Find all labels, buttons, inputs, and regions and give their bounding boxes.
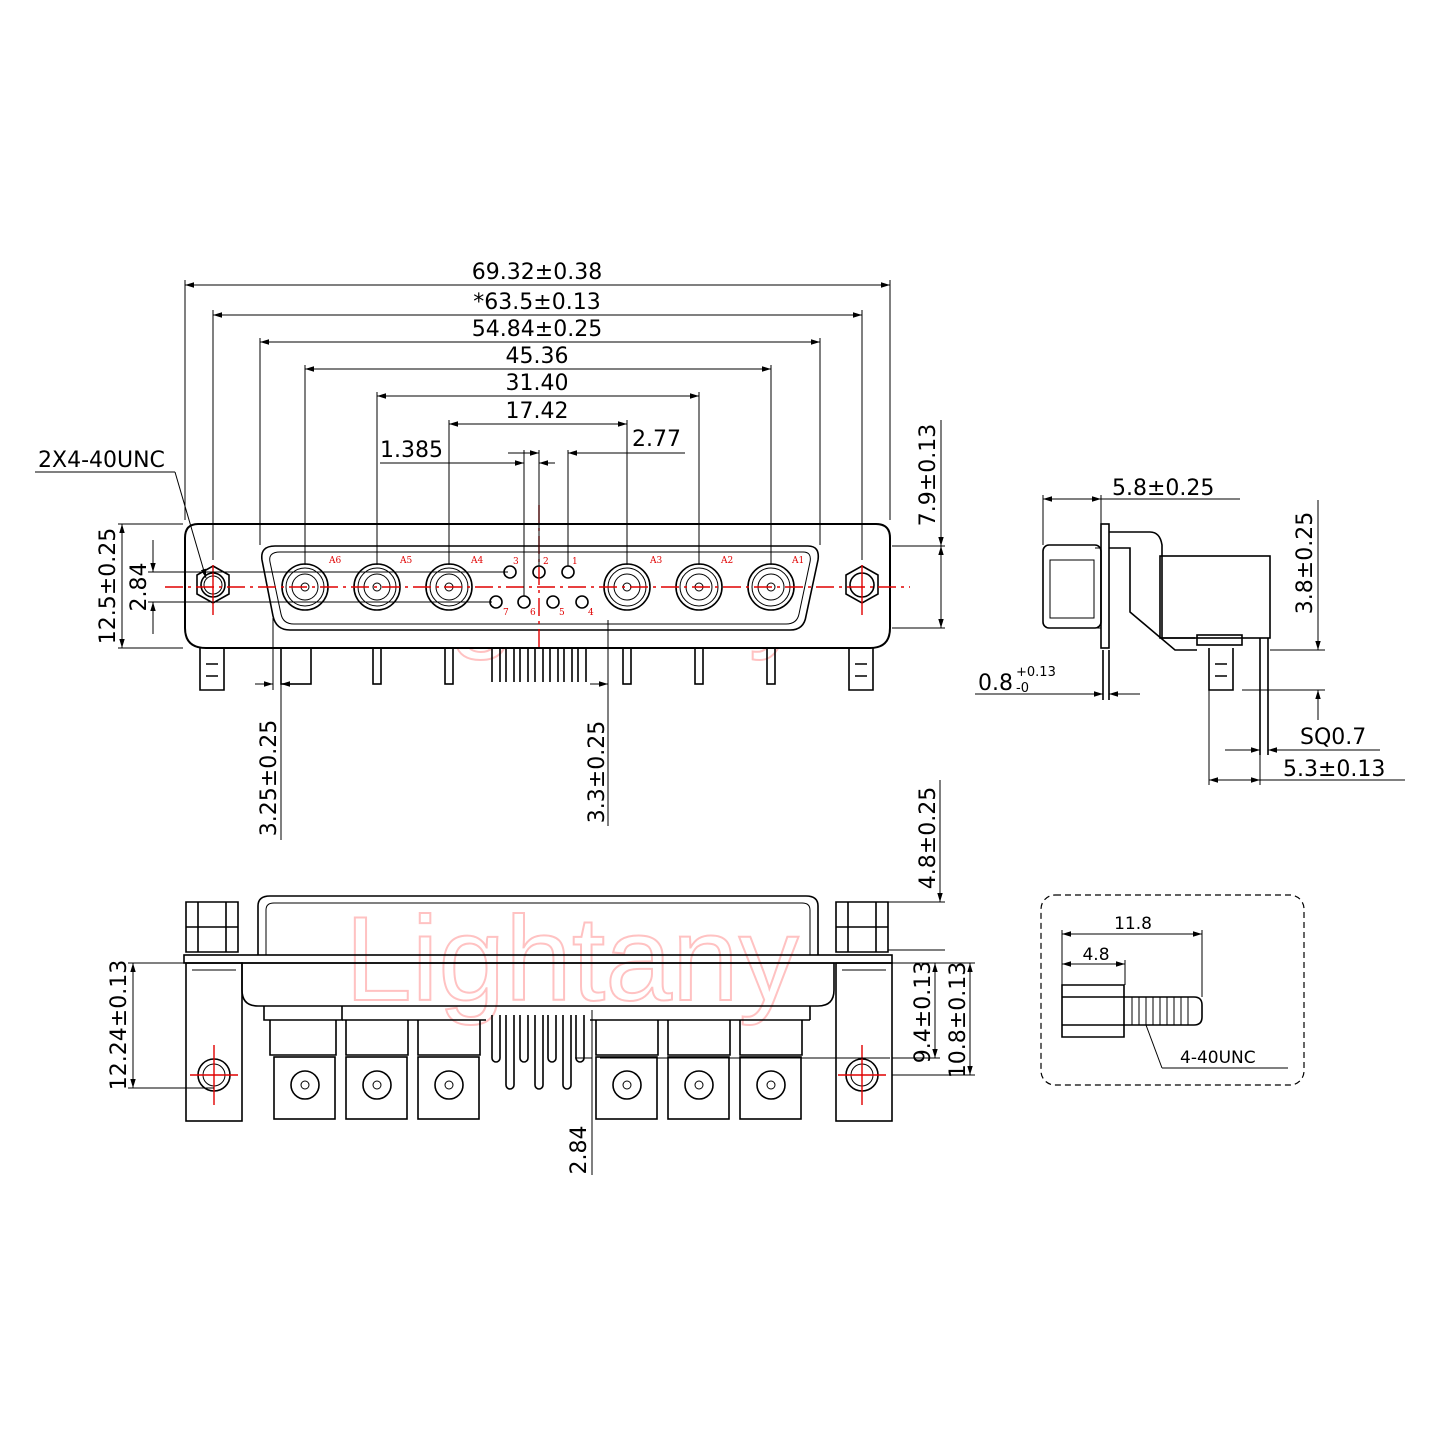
label-pin-5: 5 [559, 608, 565, 618]
dim-coax-inner-pitch: 17.42 [506, 399, 569, 424]
dim-coax-mid-pitch: 31.40 [506, 371, 569, 396]
label-a5: A5 [399, 556, 412, 566]
dim-flange-height: 12.5±0.25 [96, 528, 121, 644]
label-pin-3: 3 [513, 557, 519, 567]
label-pin-7: 7 [503, 608, 509, 618]
dim-mount-pitch: *63.5±0.13 [473, 290, 600, 315]
dim-to-coax-row: 10.8±0.13 [946, 962, 971, 1078]
dim-side-height: 3.8±0.25 [1293, 512, 1318, 614]
d-shell-outline [260, 545, 820, 631]
front-view: A6 A5 A4 A3 A2 A1 3 2 1 7 6 5 4 [35, 260, 945, 840]
dim-to-signal-row: 9.4±0.13 [911, 961, 936, 1063]
label-a3: A3 [649, 556, 662, 566]
dim-overall-length: 69.32±0.38 [472, 260, 602, 285]
side-view [975, 495, 1405, 785]
dim-screw-head: 4.8 [1082, 945, 1109, 965]
flange-outline [184, 523, 891, 649]
label-a6: A6 [328, 556, 341, 566]
label-pin-6: 6 [530, 608, 536, 618]
label-a2: A2 [720, 556, 733, 566]
dim-flange-thickness: 0.8 [978, 671, 1013, 696]
dim-pin-row-offset: 2.84 [567, 1126, 592, 1175]
signal-bottom-pins [491, 1015, 585, 1090]
dim-top-height: 7.9±0.13 [916, 424, 941, 526]
dim-signal-pitch: 1.385 [380, 438, 443, 463]
label-pin-4: 4 [588, 608, 594, 618]
dim-flange-tol-lower: -0 [1016, 681, 1029, 696]
bottom-view [128, 780, 975, 1175]
dim-flange-tol-upper: +0.13 [1016, 665, 1056, 680]
dim-signal-row-offset: 2.77 [632, 427, 681, 452]
dim-coax-outer-pitch: 45.36 [506, 344, 569, 369]
dim-tail-right: 3.3±0.25 [585, 721, 610, 823]
dim-screw-length: 11.8 [1114, 914, 1152, 934]
label-pin-2: 2 [543, 557, 549, 567]
watermark-bottom: Lightany [345, 892, 799, 1026]
label-a4: A4 [470, 556, 483, 566]
dim-flange-to-hole: 12.24±0.13 [107, 960, 132, 1090]
front-tails [199, 647, 874, 691]
thread-note: 2X4-40UNC [38, 448, 165, 473]
dim-standoff-height: 4.8±0.25 [916, 787, 941, 889]
screw-detail [1040, 894, 1305, 1086]
dim-pin-square: SQ0.7 [1300, 725, 1366, 750]
coax-bottom-bodies [263, 1006, 811, 1120]
dim-shell-length: 54.84±0.25 [472, 317, 602, 342]
dim-tail-left: 3.25±0.25 [257, 720, 282, 836]
label-a1: A1 [791, 556, 804, 566]
front-dimensions [35, 280, 945, 840]
dim-pin-length: 5.3±0.13 [1283, 757, 1385, 782]
dim-side-depth: 5.8±0.25 [1112, 476, 1214, 501]
screw-thread-note: 4-40UNC [1180, 1048, 1256, 1068]
dim-row-spacing: 2.84 [127, 563, 152, 612]
label-pin-1: 1 [572, 557, 578, 567]
